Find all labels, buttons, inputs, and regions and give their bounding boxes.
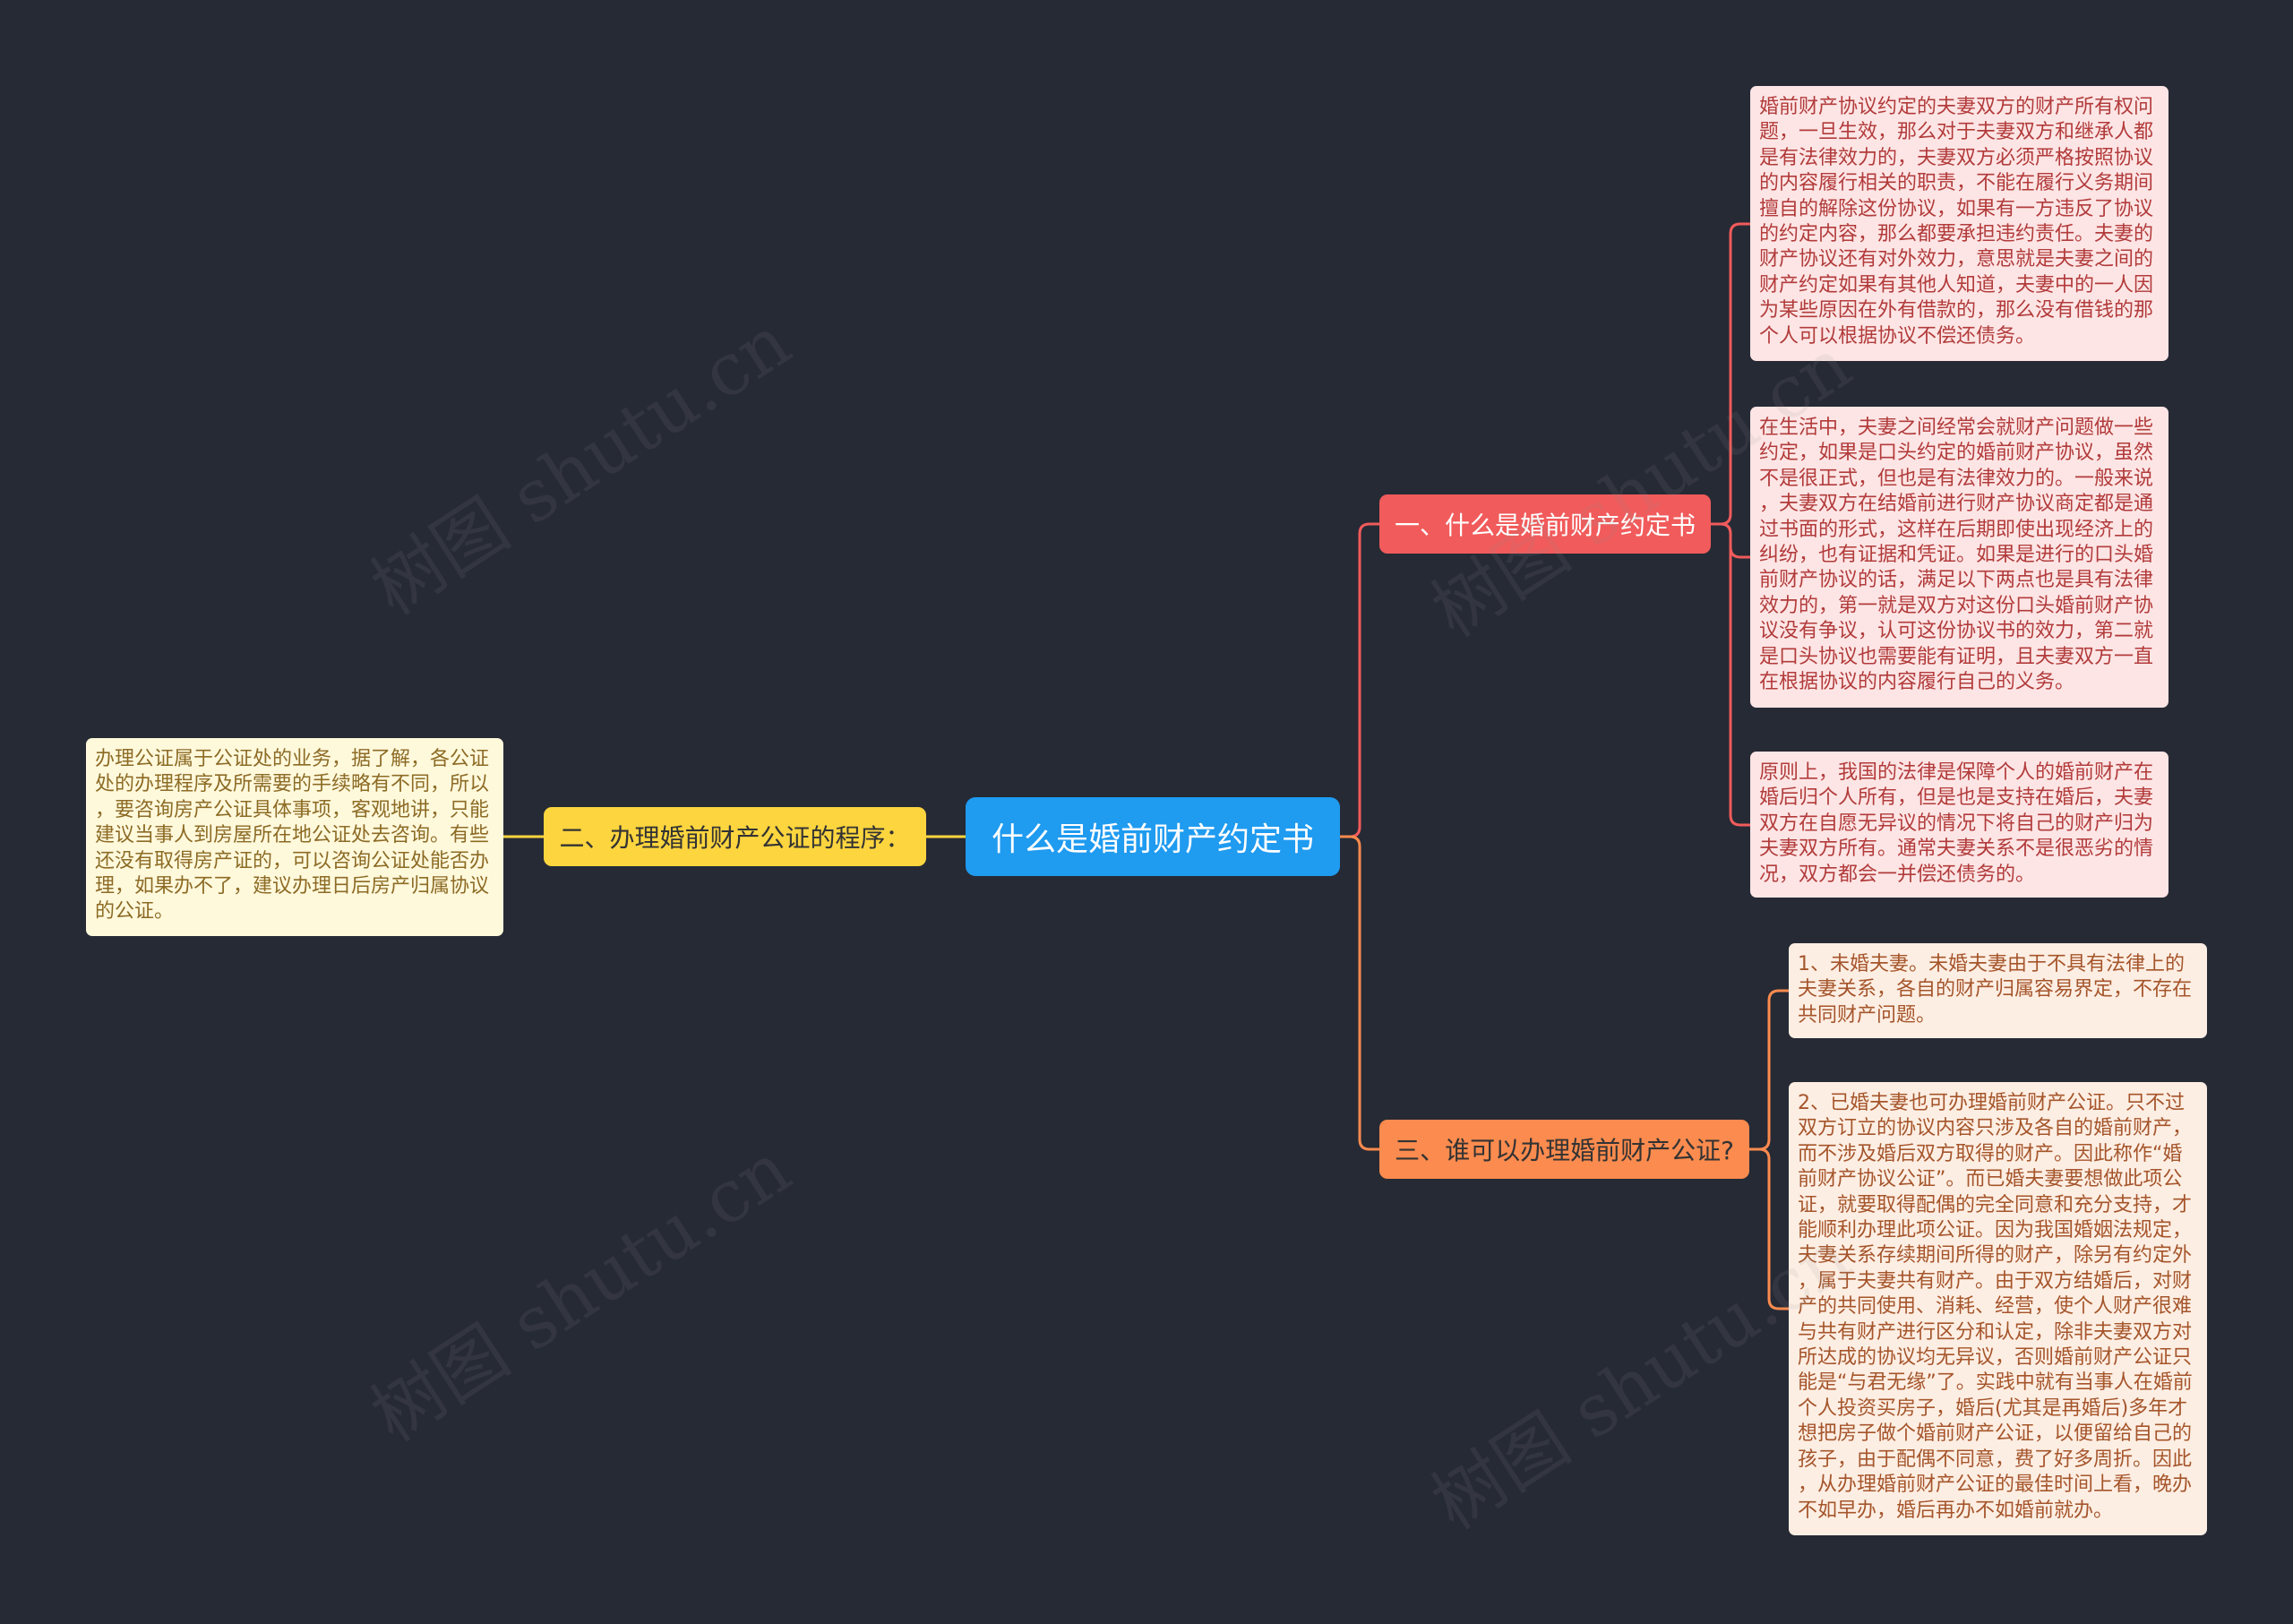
leaf-node[interactable]: 办理公证属于公证处的业务，据了解，各公证处的办理程序及所需要的手续略有不同，所以… xyxy=(86,738,503,936)
branch-node-who-can-notarize[interactable]: 三、谁可以办理婚前财产公证? xyxy=(1379,1120,1749,1179)
leaf-node[interactable]: 原则上，我国的法律是保障个人的婚前财产在婚后归个人所有，但是也是支持在婚后，夫妻… xyxy=(1750,752,2168,898)
branch-node-label: 三、谁可以办理婚前财产公证? xyxy=(1395,1136,1734,1165)
root-node[interactable]: 什么是婚前财产约定书 xyxy=(966,797,1340,876)
branch-node-label: 二、办理婚前财产公证的程序： xyxy=(559,823,911,853)
leaf-node-text: 2、已婚夫妻也可办理婚前财产公证。只不过双方订立的协议内容只涉及各自的婚前财产，… xyxy=(1798,1092,2193,1522)
leaf-node[interactable]: 1、未婚夫妻。未婚夫妻由于不具有法律上的夫妻关系，各自的财产归属容易界定，不存在… xyxy=(1789,943,2207,1038)
leaf-node[interactable]: 婚前财产协议约定的夫妻双方的财产所有权问题，一旦生效，那么对于夫妻双方和继承人都… xyxy=(1750,86,2168,361)
leaf-node-text: 办理公证属于公证处的业务，据了解，各公证处的办理程序及所需要的手续略有不同，所以… xyxy=(95,748,490,924)
connector-branch-1-leaf-1 xyxy=(1709,222,1752,526)
branch-node-what-is-prenup[interactable]: 一、什么是婚前财产约定书 xyxy=(1379,494,1711,554)
connector-branch-1-leaf-3 xyxy=(1709,522,1752,827)
connector-root-to-branch-3 xyxy=(1338,835,1381,1151)
root-node-label: 什么是婚前财产约定书 xyxy=(991,821,1314,858)
leaf-node-text: 在生活中，夫妻之间经常会就财产问题做一些约定，如果是口头约定的婚前财产协议，虽然… xyxy=(1759,417,2154,694)
connector-root-to-branch-1 xyxy=(1338,522,1381,838)
connector-branch-3-leaf-1 xyxy=(1748,989,1791,1151)
leaf-node-text: 1、未婚夫妻。未婚夫妻由于不具有法律上的夫妻关系，各自的财产归属容易界定，不存在… xyxy=(1798,953,2193,1027)
leaf-node-text: 婚前财产协议约定的夫妻双方的财产所有权问题，一旦生效，那么对于夫妻双方和继承人都… xyxy=(1759,96,2154,348)
leaf-node-text: 原则上，我国的法律是保障个人的婚前财产在婚后归个人所有，但是也是支持在婚后，夫妻… xyxy=(1759,761,2154,886)
branch-node-notarization-procedure[interactable]: 二、办理婚前财产公证的程序： xyxy=(544,807,926,866)
branch-node-label: 一、什么是婚前财产约定书 xyxy=(1394,511,1696,540)
leaf-node[interactable]: 2、已婚夫妻也可办理婚前财产公证。只不过双方订立的协议内容只涉及各自的婚前财产，… xyxy=(1789,1082,2207,1535)
leaf-node[interactable]: 在生活中，夫妻之间经常会就财产问题做一些约定，如果是口头约定的婚前财产协议，虽然… xyxy=(1750,407,2168,708)
connector-branch-3-leaf-2 xyxy=(1748,1147,1791,1310)
